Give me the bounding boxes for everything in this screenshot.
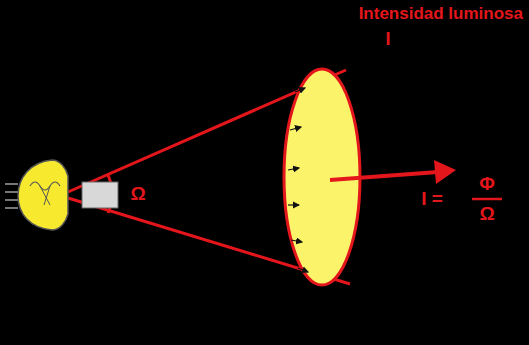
denominator: Ω [479, 204, 494, 225]
heading: Intensidad luminosa [359, 5, 523, 24]
intensity-symbol: I [385, 30, 390, 50]
fraction-bar [472, 198, 502, 201]
formula-lhs: I = [421, 189, 443, 210]
angle-symbol: Ω [130, 184, 145, 205]
flux-arrows [288, 88, 308, 272]
direction-arrow [330, 172, 438, 180]
light-bulb [5, 160, 118, 230]
numerator: Φ [479, 174, 495, 195]
arrow-head [434, 160, 456, 184]
